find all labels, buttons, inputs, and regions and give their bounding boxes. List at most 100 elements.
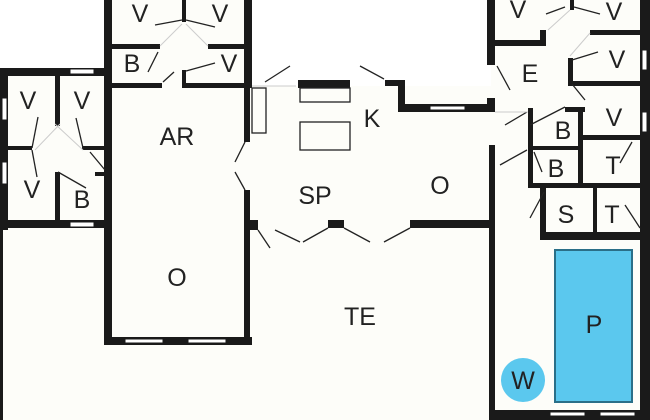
room-label-ar: AR [160, 123, 195, 151]
door-swing [545, 6, 566, 15]
door-swing [147, 51, 159, 73]
wall [328, 220, 344, 228]
wall [533, 146, 580, 150]
door-arc [185, 23, 209, 47]
window [124, 338, 164, 344]
wall [398, 80, 405, 112]
wall [593, 188, 597, 236]
windows [1, 49, 648, 417]
wall [55, 172, 60, 224]
window [1, 97, 8, 121]
room-label-v8: V [606, 0, 623, 26]
door-swing [529, 106, 566, 126]
wall [528, 108, 533, 184]
door-swing [57, 171, 87, 189]
window [599, 411, 636, 417]
door-swing [504, 111, 528, 126]
door-swing [75, 117, 84, 149]
room-label-s: S [558, 201, 575, 229]
pool [554, 249, 633, 403]
room-label-b3: B [555, 117, 572, 145]
door-swing [31, 116, 39, 149]
door-swing [264, 65, 291, 83]
door-swing [185, 19, 216, 28]
wall [182, 0, 186, 22]
room-label-sp: SP [298, 182, 331, 210]
door-swing [343, 227, 371, 243]
wall [410, 220, 495, 228]
wall [244, 220, 258, 230]
wall [590, 30, 650, 35]
room-label-v7: V [510, 0, 527, 24]
wall [104, 86, 112, 345]
door-arc [547, 9, 571, 31]
wall [570, 0, 574, 10]
door-swing [274, 229, 301, 243]
door-swing [359, 65, 385, 80]
room-label-t1: T [605, 152, 620, 180]
wall [489, 145, 495, 420]
door-arc [34, 123, 61, 151]
wall [104, 0, 112, 88]
room-label-o2: O [430, 172, 449, 200]
wall [95, 172, 110, 176]
wall [8, 146, 32, 150]
door-arc [54, 123, 84, 151]
wall [385, 80, 405, 86]
wall [540, 188, 546, 238]
wall [0, 68, 110, 76]
room-label-v4: V [20, 87, 37, 115]
wall [540, 30, 546, 46]
door-swing [619, 141, 633, 164]
door-swing [529, 191, 545, 219]
door-arc [159, 23, 183, 47]
wall [112, 83, 162, 88]
window [549, 411, 586, 417]
door-swing [257, 229, 271, 249]
window [69, 221, 95, 228]
room-label-k: K [364, 105, 381, 133]
window [429, 105, 466, 111]
wall [565, 107, 585, 112]
wall [0, 68, 8, 230]
room-label-t2: T [604, 201, 619, 229]
door-swing [154, 19, 183, 26]
door-swing [571, 51, 599, 61]
room-label-te: TE [344, 303, 376, 331]
wall [182, 83, 248, 88]
wall [578, 108, 583, 188]
wall [570, 81, 650, 86]
room-label-v10: V [606, 104, 623, 132]
door-swing [31, 149, 38, 178]
room-label-b2: B [74, 186, 91, 214]
kitchen-counter [299, 87, 351, 103]
room-label-v3: V [221, 50, 238, 78]
wall [640, 0, 650, 420]
wall [104, 337, 252, 345]
door-swing [533, 151, 543, 173]
door-swing [499, 149, 528, 166]
room-label-b4: B [548, 155, 565, 183]
window [641, 49, 648, 71]
room-label-o1: O [167, 264, 186, 292]
door-swing [571, 83, 586, 101]
door-swing [302, 227, 329, 243]
window [641, 111, 648, 133]
door-swing [185, 62, 216, 72]
door-swing [89, 151, 106, 171]
room-label-b1: B [124, 50, 141, 78]
wall [244, 88, 250, 142]
wall [487, 98, 495, 112]
door-swing [496, 65, 511, 91]
wall [540, 232, 650, 240]
wall [568, 58, 573, 86]
wall [112, 44, 160, 49]
door-swing [234, 141, 246, 163]
whirlpool [501, 358, 545, 402]
wall [208, 44, 248, 49]
door-swing [162, 71, 175, 83]
